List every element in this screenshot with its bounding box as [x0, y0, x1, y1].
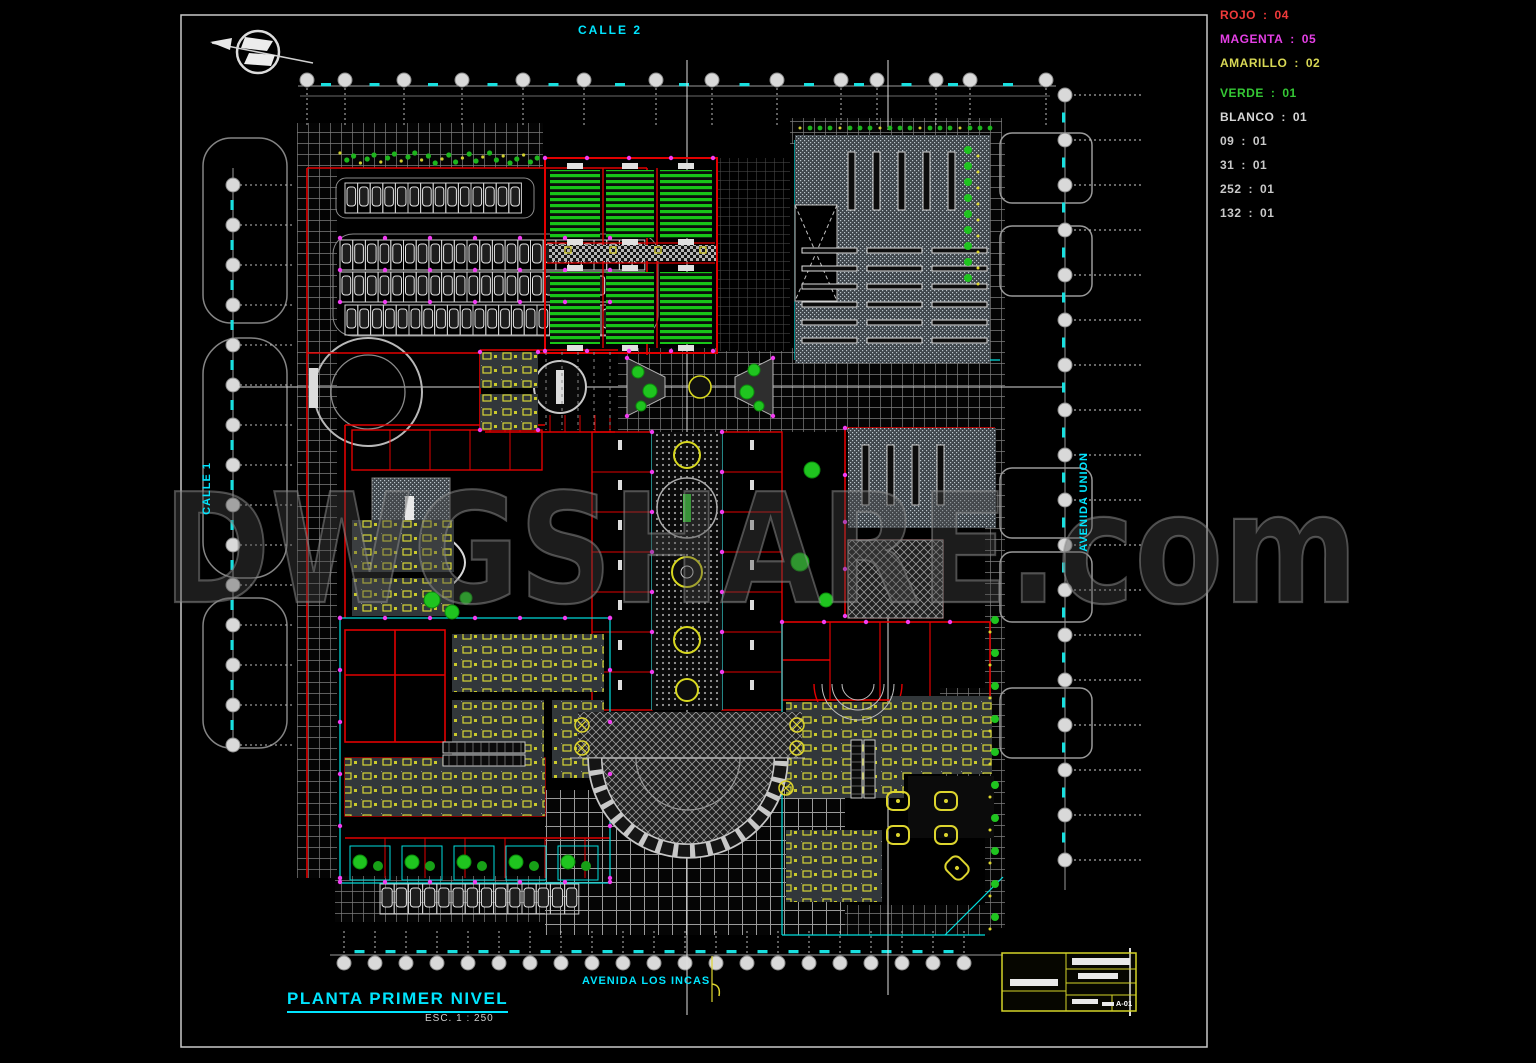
grid-bubble — [928, 72, 944, 88]
grid-bubble — [337, 72, 353, 88]
sheet-number: A-01 — [1116, 999, 1132, 1008]
grid-bubble — [515, 72, 531, 88]
street-label-avenida-los-incas: AVENIDA LOS INCAS — [582, 975, 711, 987]
grid-bubble — [962, 72, 978, 88]
street-curbs — [202, 95, 1093, 759]
watermark-text: DWGSHARE.com — [163, 461, 1358, 638]
magenta-dots — [337, 155, 953, 885]
food-court — [345, 616, 999, 931]
grid-bubble — [299, 72, 315, 88]
east-hall — [790, 428, 996, 619]
street-label-avenida-union: AVENIDA UNION — [1078, 452, 1090, 552]
street-label-calle-1: CALLE 1 — [201, 462, 213, 515]
legend-item-magenta: MAGENTA:05 — [1220, 32, 1317, 46]
parking-area-northwest — [332, 150, 659, 337]
legend-item-31: 31:01 — [1220, 158, 1268, 172]
grid-bubble — [576, 72, 592, 88]
street-label-calle-2: CALLE 2 — [578, 23, 643, 37]
parking-row-south — [379, 883, 580, 915]
mall-axis — [618, 432, 754, 710]
west-hall — [352, 477, 473, 620]
grid-bubble — [396, 72, 412, 88]
legend-item-252: 252:01 — [1220, 182, 1275, 196]
grid-bubble — [769, 72, 785, 88]
legend-item-verde: VERDE:01 — [1220, 86, 1297, 100]
sheet-border — [180, 14, 1208, 1048]
grid-bubbles — [225, 72, 1142, 971]
grid-bubble — [454, 72, 470, 88]
grid-bubble — [833, 72, 849, 88]
grid-bubble — [648, 72, 664, 88]
central-plaza — [480, 352, 774, 430]
legend-item-amarillo: AMARILLO:02 — [1220, 56, 1321, 70]
legend-item-132: 132:01 — [1220, 206, 1275, 220]
north-arrow-icon — [210, 29, 314, 75]
market-stalls — [549, 163, 716, 351]
drawing-scale: ESC. 1 : 250 — [425, 1013, 494, 1024]
circular-road — [309, 337, 423, 447]
amphitheatre — [570, 712, 805, 1002]
grid-bubble — [869, 72, 885, 88]
title-block: A-01 — [1001, 952, 1137, 1012]
supermarket — [794, 125, 993, 363]
grid-bubble — [1038, 72, 1054, 88]
legend-item-rojo: ROJO:04 — [1220, 8, 1289, 22]
grid-bubble — [704, 72, 720, 88]
legend-item-09: 09:01 — [1220, 134, 1268, 148]
legend-item-blanco: BLANCO:01 — [1220, 110, 1308, 124]
drawing-title: PLANTA PRIMER NIVEL — [287, 989, 509, 1013]
